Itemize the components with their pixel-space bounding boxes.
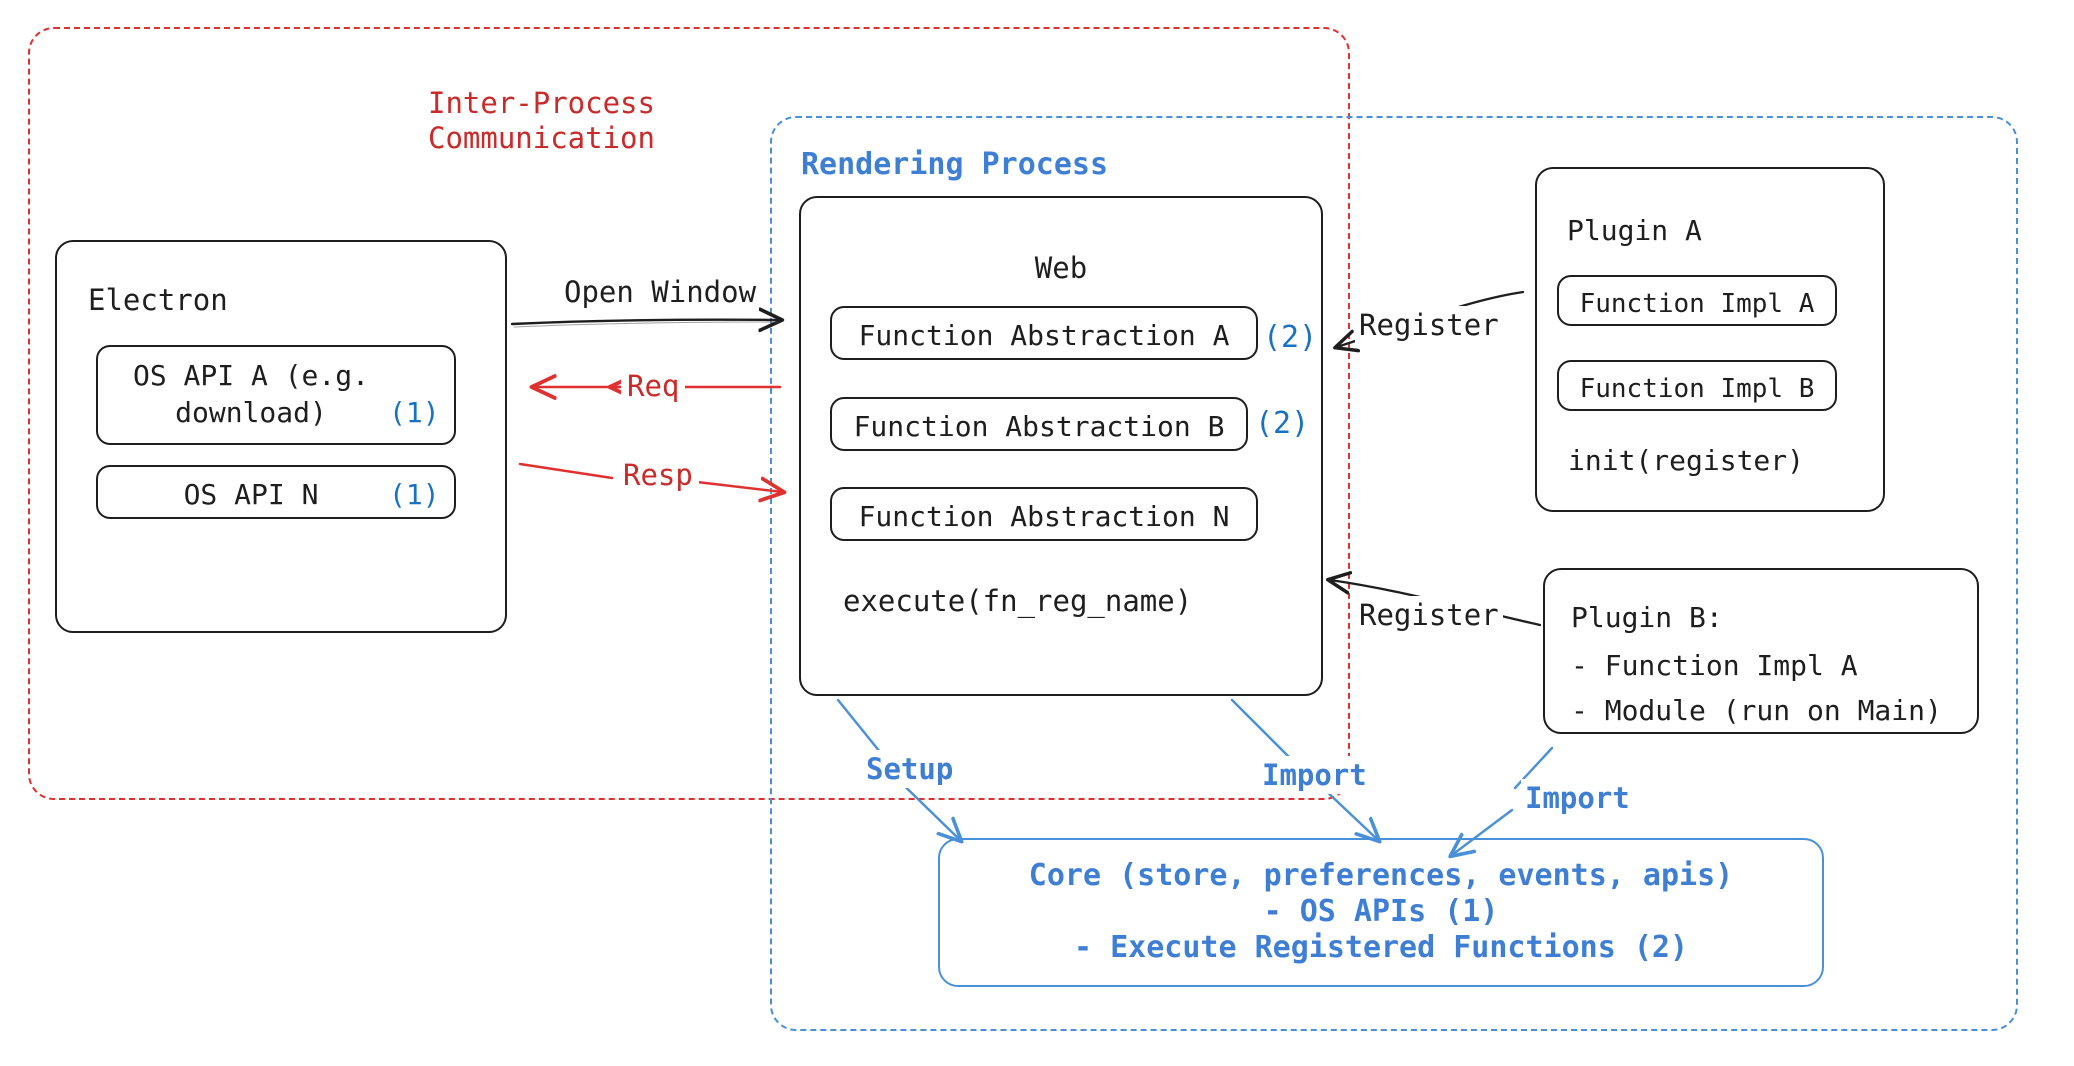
electron-title: Electron xyxy=(88,283,228,317)
plugin-b-line-1: - Function Impl A xyxy=(1571,649,1858,682)
function-abstraction-a-box[interactable] xyxy=(830,306,1258,360)
plugin-a-container xyxy=(1535,167,1885,512)
arrow-label-import-plugin-b: Import xyxy=(1521,779,1634,818)
web-container xyxy=(799,196,1323,696)
function-abstraction-n-box[interactable] xyxy=(830,487,1258,541)
arrow-label-resp: Resp xyxy=(617,456,699,495)
os-api-n-marker: (1) xyxy=(389,478,440,511)
group-inter-process-communication xyxy=(28,27,1350,800)
function-abstraction-n-label: Function Abstraction N xyxy=(858,500,1230,533)
os-api-a-box[interactable] xyxy=(96,345,456,445)
web-title: Web xyxy=(1034,251,1088,285)
os-api-a-marker: (1) xyxy=(389,396,440,429)
plugin-b-line-2: - Module (run on Main) xyxy=(1571,694,1942,727)
function-impl-b-box[interactable] xyxy=(1557,360,1837,411)
group-rendering-process xyxy=(770,116,2018,1031)
core-line-2: - OS APIs (1) xyxy=(1263,894,1499,929)
arrow-label-import-web: Import xyxy=(1258,756,1371,795)
plugin-b-container xyxy=(1543,568,1979,734)
function-impl-a-box[interactable] xyxy=(1557,275,1837,326)
function-impl-b-label: Function Impl B xyxy=(1579,374,1815,404)
arrow-label-open-window: Open Window xyxy=(561,273,760,312)
group-label-ipc-line2: Communication xyxy=(428,121,655,155)
function-abstraction-b-box[interactable] xyxy=(830,397,1248,451)
os-api-n-label: OS API N xyxy=(183,478,319,511)
arrow-label-register-plugin-a: Register xyxy=(1355,306,1503,345)
os-api-a-label-line1: OS API A (e.g. xyxy=(132,359,369,392)
function-abstraction-a-marker: (2) xyxy=(1263,320,1318,355)
os-api-n-box[interactable] xyxy=(96,465,456,519)
plugin-b-title: Plugin B: xyxy=(1571,601,1723,634)
core-line-3: - Execute Registered Functions (2) xyxy=(1073,930,1689,965)
function-impl-a-label: Function Impl A xyxy=(1579,289,1815,319)
function-abstraction-b-label: Function Abstraction B xyxy=(853,410,1225,443)
web-execute-label: execute(fn_reg_name) xyxy=(843,584,1193,618)
core-line-1: Core (store, preferences, events, apis) xyxy=(1028,858,1734,893)
plugin-a-title: Plugin A xyxy=(1567,214,1702,247)
arrow-label-register-plugin-b: Register xyxy=(1355,596,1503,635)
plugin-a-init-label: init(register) xyxy=(1568,444,1805,477)
group-label-rendering-process: Rendering Process xyxy=(801,147,1109,182)
group-label-ipc-line1: Inter-Process xyxy=(428,86,655,120)
electron-container xyxy=(55,240,507,633)
os-api-a-label-line2: download) xyxy=(175,396,327,429)
arrow-label-req: Req xyxy=(621,367,686,406)
function-abstraction-b-marker: (2) xyxy=(1255,406,1310,441)
function-abstraction-a-label: Function Abstraction A xyxy=(858,319,1230,352)
arrow-label-setup: Setup xyxy=(862,750,958,789)
